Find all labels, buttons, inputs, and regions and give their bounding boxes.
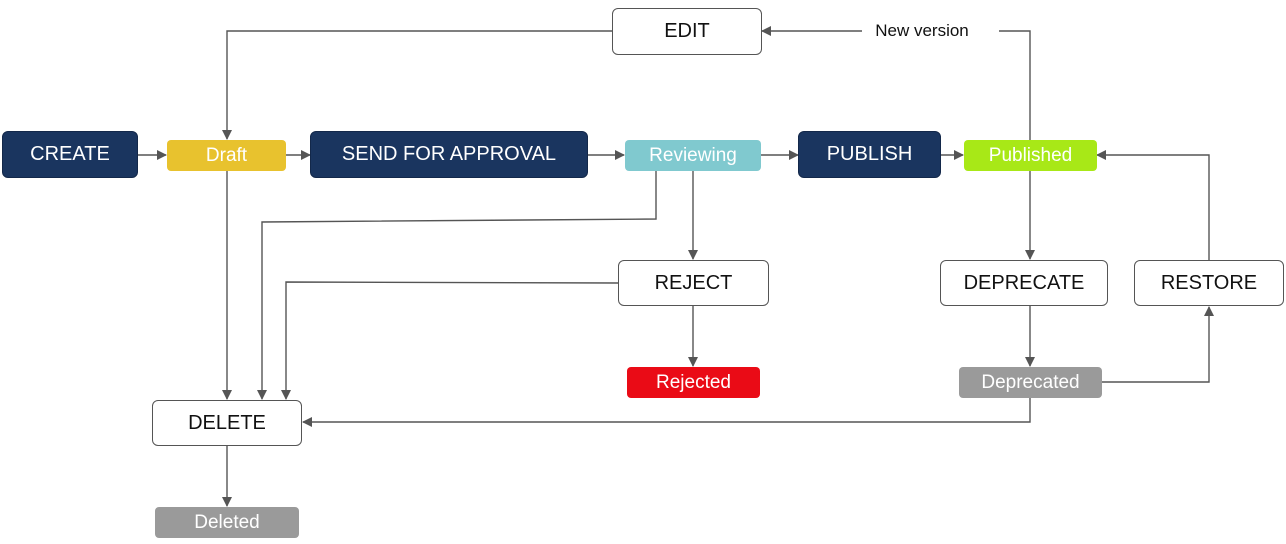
create-action-node: CREATE <box>2 131 138 178</box>
reject-action-node: REJECT <box>618 260 769 306</box>
reviewing-state-node: Reviewing <box>625 140 761 171</box>
edge-published-to-edit <box>999 30 1031 140</box>
rejected-state-node: Rejected <box>627 367 760 398</box>
send-for-approval-action-node: SEND FOR APPROVAL <box>310 131 588 178</box>
published-state-node: Published <box>964 140 1097 171</box>
delete-action-node: DELETE <box>152 400 302 446</box>
edge-reviewing-to-delete <box>257 171 657 400</box>
deprecate-action-node: DEPRECATE <box>940 260 1108 306</box>
restore-action-node: RESTORE <box>1134 260 1284 306</box>
edge-deprecated-to-restore <box>1101 306 1214 383</box>
edge-edit-to-draft <box>222 30 612 140</box>
edge-deprecated-to-delete <box>302 398 1031 427</box>
deprecated-state-node: Deprecated <box>959 367 1102 398</box>
edge-reject-to-delete <box>281 281 619 400</box>
edit-action-node: EDIT <box>612 8 762 55</box>
draft-state-node: Draft <box>167 140 286 171</box>
edge-label-new-version: New version <box>862 21 982 41</box>
deleted-state-node: Deleted <box>155 507 299 538</box>
publish-action-node: PUBLISH <box>798 131 941 178</box>
edge-restore-to-published <box>1096 150 1210 260</box>
